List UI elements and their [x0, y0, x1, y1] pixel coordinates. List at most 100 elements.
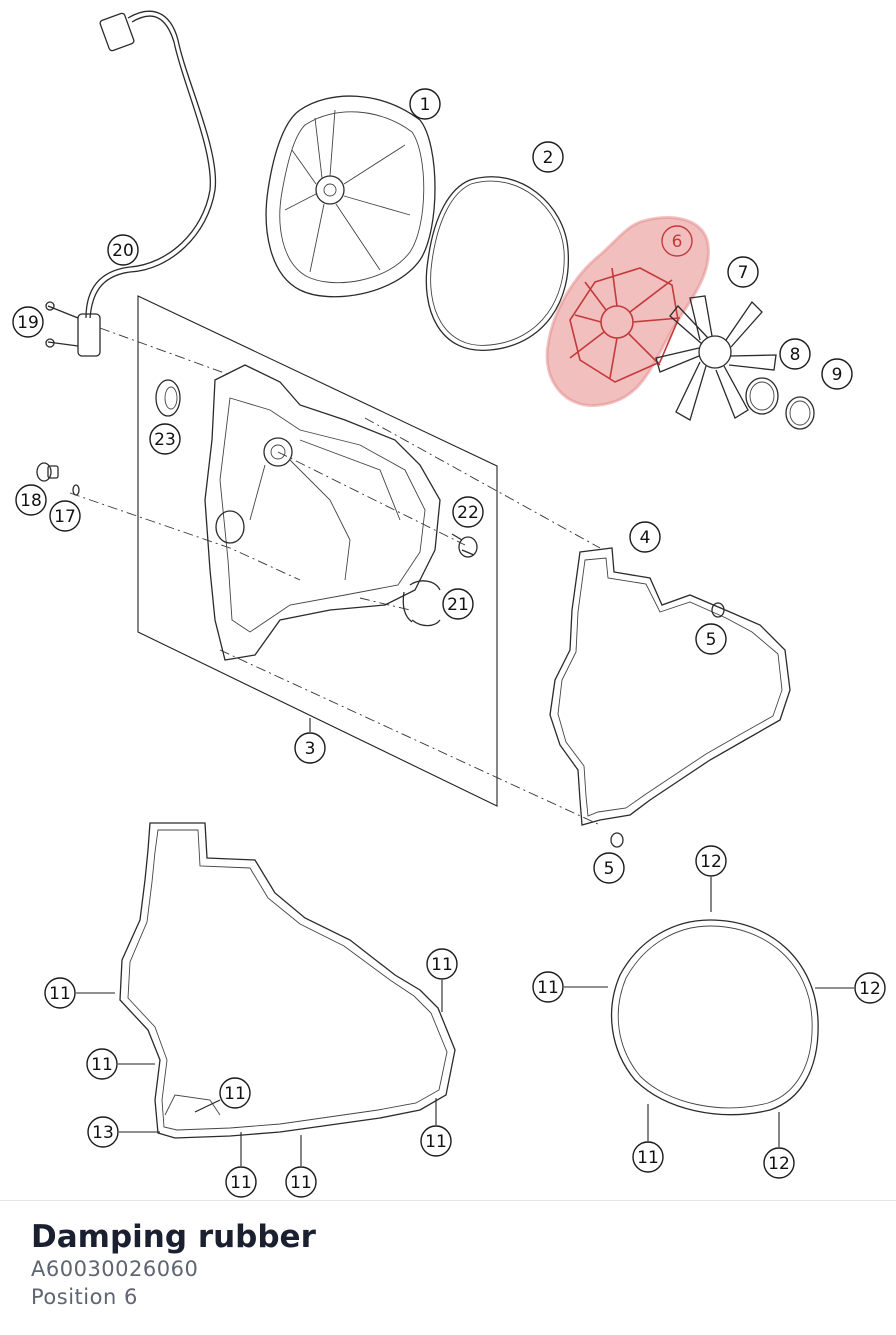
callout-number: 11	[431, 955, 453, 975]
callout-circle	[409, 88, 441, 120]
callout-circle	[661, 225, 693, 257]
callout-11[interactable]: 11	[219, 1077, 251, 1109]
callout-number: 6	[672, 232, 683, 252]
callout-circle	[854, 972, 886, 1004]
callout-11[interactable]: 11	[426, 948, 458, 980]
callout-number: 21	[447, 595, 469, 615]
callout-11[interactable]: 11	[225, 1166, 257, 1198]
callout-11[interactable]: 11	[86, 1048, 118, 1080]
group-frame	[137, 295, 498, 807]
callout-number: 4	[640, 528, 651, 548]
callout-circle	[442, 588, 474, 620]
callout-number: 11	[425, 1132, 447, 1152]
shaft-seal	[155, 379, 181, 417]
callout-circle	[779, 338, 811, 370]
callout-number: 12	[859, 979, 881, 999]
callout-circle	[294, 732, 326, 764]
callout-12[interactable]: 12	[854, 972, 886, 1004]
callout-1[interactable]: 1	[409, 88, 441, 120]
callout-7[interactable]: 7	[727, 256, 759, 288]
callout-circle	[532, 141, 564, 173]
part-info-panel: Damping rubber A60030026060 Position 6	[0, 1200, 896, 1335]
callout-12[interactable]: 12	[763, 1147, 795, 1179]
o-ring-detail-right	[610, 919, 819, 1116]
callout-8[interactable]: 8	[779, 338, 811, 370]
callout-3[interactable]: 3	[294, 732, 326, 764]
callout-circle	[532, 971, 564, 1003]
drain-plug	[36, 462, 80, 496]
callout-circle	[49, 500, 81, 532]
callout-17[interactable]: 17	[49, 500, 81, 532]
callout-number: 11	[230, 1173, 252, 1193]
callout-22[interactable]: 22	[452, 496, 484, 528]
rotor-disc	[655, 295, 777, 421]
retaining-rings	[745, 377, 815, 430]
callout-circle	[426, 948, 458, 980]
detail-leaders	[76, 877, 854, 1166]
part-title: Damping rubber	[31, 1219, 316, 1255]
callout-18[interactable]: 18	[15, 484, 47, 516]
callout-circle	[632, 1141, 664, 1173]
part-position: Position 6	[31, 1285, 138, 1309]
speed-sensor	[45, 301, 101, 357]
callout-circle	[44, 977, 76, 1009]
callout-number: 11	[224, 1084, 246, 1104]
cover-gasket	[549, 547, 791, 848]
callout-number: 22	[457, 503, 479, 523]
callout-number: 11	[637, 1148, 659, 1168]
callout-circle	[107, 234, 139, 266]
callout-5[interactable]: 5	[695, 623, 727, 655]
callout-circle	[593, 852, 625, 884]
callout-number: 12	[700, 852, 722, 872]
callout-23[interactable]: 23	[149, 423, 181, 455]
gasket-detail-left	[119, 822, 456, 1139]
part-number: A60030026060	[31, 1257, 199, 1281]
callout-circle	[219, 1077, 251, 1109]
callout-2[interactable]: 2	[532, 141, 564, 173]
callout-6[interactable]: 6	[661, 225, 693, 257]
callout-circle	[695, 623, 727, 655]
callout-number: 8	[790, 345, 801, 365]
callout-11[interactable]: 11	[420, 1125, 452, 1157]
callout-circle	[695, 845, 727, 877]
callout-9[interactable]: 9	[821, 358, 853, 390]
callout-number: 12	[768, 1154, 790, 1174]
callout-circle	[821, 358, 853, 390]
callout-11[interactable]: 11	[532, 971, 564, 1003]
callout-number: 19	[17, 313, 39, 333]
callout-19[interactable]: 19	[12, 306, 44, 338]
callout-number: 18	[20, 491, 42, 511]
callout-number: 9	[832, 365, 843, 385]
crankcase-cover	[204, 364, 441, 661]
callout-11[interactable]: 11	[632, 1141, 664, 1173]
callout-5[interactable]: 5	[593, 852, 625, 884]
callout-number: 3	[305, 739, 316, 759]
sensor-cable	[85, 10, 217, 319]
callout-11[interactable]: 11	[44, 977, 76, 1009]
callout-number: 2	[543, 148, 554, 168]
callout-11[interactable]: 11	[285, 1166, 317, 1198]
callout-circle	[420, 1125, 452, 1157]
callout-number: 5	[706, 630, 717, 650]
callout-number: 7	[738, 263, 749, 283]
outer-cover	[265, 95, 436, 298]
callout-circle	[285, 1166, 317, 1198]
callout-circle	[452, 496, 484, 528]
callout-number: 23	[154, 430, 176, 450]
callout-circle	[149, 423, 181, 455]
damping-rubber-highlight	[545, 215, 710, 408]
callout-4[interactable]: 4	[629, 521, 661, 553]
callout-circle	[225, 1166, 257, 1198]
callout-21[interactable]: 21	[442, 588, 474, 620]
callout-number: 11	[49, 984, 71, 1004]
callout-number: 1	[420, 95, 431, 115]
callout-circle	[763, 1147, 795, 1179]
callout-12[interactable]: 12	[695, 845, 727, 877]
callout-circle	[15, 484, 47, 516]
callout-20[interactable]: 20	[107, 234, 139, 266]
callout-number: 5	[604, 859, 615, 879]
assembly-lines	[69, 327, 601, 826]
bushing	[402, 533, 478, 627]
callout-13[interactable]: 13	[87, 1116, 119, 1148]
